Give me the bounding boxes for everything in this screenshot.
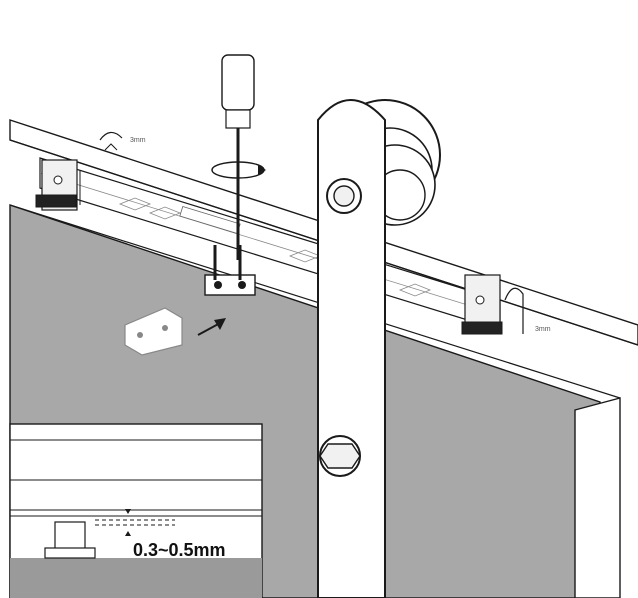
- left-bracket: [35, 131, 123, 211]
- screwdriver: [211, 54, 266, 260]
- stopper-block: [204, 245, 256, 296]
- gap-label-left: 3mm: [130, 137, 146, 144]
- stopper-part: [124, 307, 183, 356]
- clearance-detail-inset: [9, 423, 263, 598]
- hanger-strap: [317, 99, 441, 598]
- clearance-label: 0.3~0.5mm: [133, 540, 226, 560]
- right-bracket: [461, 274, 524, 335]
- arrow-icon: [197, 318, 226, 336]
- gap-label-right: 3mm: [535, 326, 551, 333]
